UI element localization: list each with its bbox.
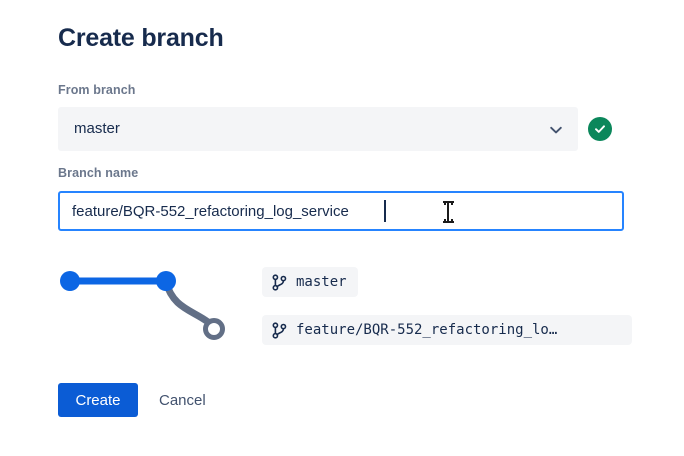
chevron-down-icon[interactable] [549,123,563,137]
branch-name-label: Branch name [58,166,139,180]
new-branch-node [203,318,225,340]
page-title: Create branch [58,24,224,52]
commit-node-1 [60,271,80,291]
commit-node-2 [156,271,176,291]
text-caret [384,200,386,222]
branch-chip-label: feature/BQR-552_refactoring_lo… [296,322,558,338]
branch-chip-feature: feature/BQR-552_refactoring_lo… [262,315,632,345]
branch-graph [52,260,242,350]
branch-chip-label: master [296,274,347,290]
git-branch-icon [272,273,287,291]
git-branch-icon [272,321,287,339]
from-branch-row: master [58,107,632,151]
from-branch-select[interactable]: master [58,107,578,151]
branch-valid-status-badge [588,117,612,141]
branch-name-input[interactable] [58,191,624,231]
from-branch-selected-value: master [74,120,120,137]
branch-chip-master: master [262,267,358,297]
cancel-button[interactable]: Cancel [150,383,215,417]
create-button[interactable]: Create [58,383,138,417]
from-branch-label: From branch [58,83,136,97]
mouse-cursor-ibeam [443,200,454,224]
